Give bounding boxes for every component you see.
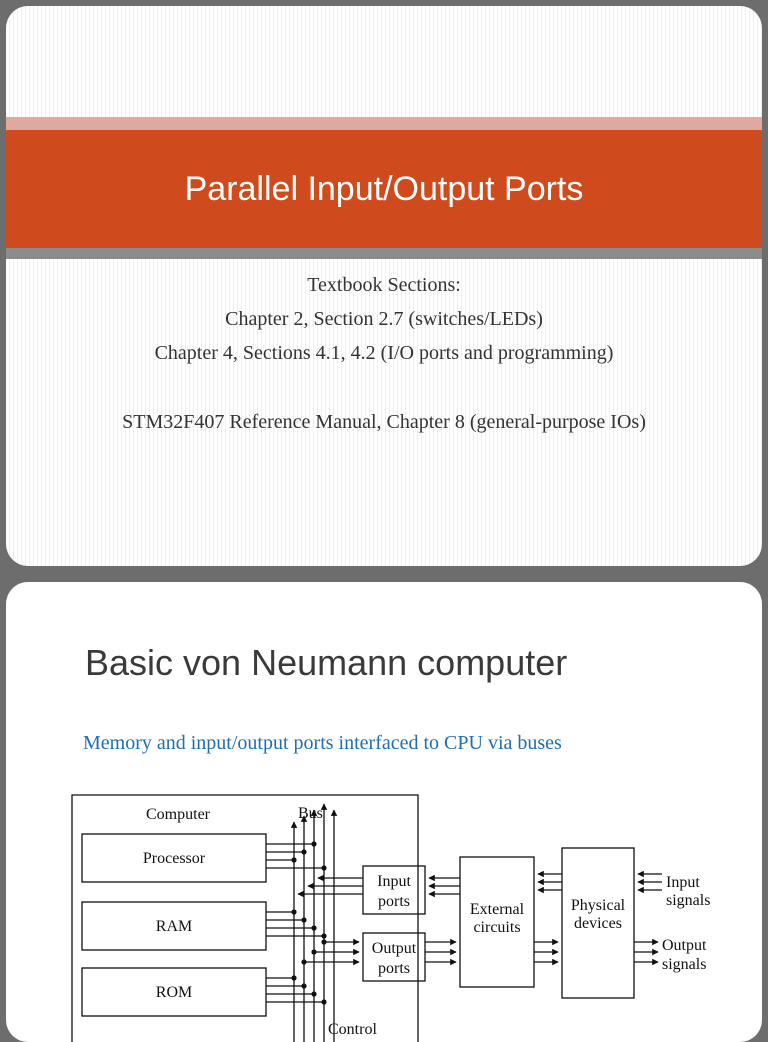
processor-box — [81, 833, 267, 883]
input-ports-label-2: ports — [378, 893, 410, 910]
output-ports-label-1: Output — [372, 940, 417, 957]
bus-label: Bus — [298, 805, 323, 822]
physical-devices-label-2: devices — [574, 915, 622, 932]
ram-label: RAM — [156, 918, 192, 935]
textbook-sections-heading: Textbook Sections: — [307, 274, 461, 296]
input-signals-label-2: signals — [666, 892, 710, 909]
output-ports-label-2: ports — [378, 960, 410, 977]
ram-box — [81, 901, 267, 951]
accent-band-top — [6, 117, 762, 130]
physical-devices-box — [561, 847, 635, 999]
external-circuits-label-2: circuits — [473, 919, 520, 936]
output-signals-label-2: signals — [662, 956, 706, 973]
processor-label: Processor — [143, 850, 206, 867]
reference-manual-line: STM32F407 Reference Manual, Chapter 8 (g… — [122, 411, 646, 433]
external-circuits-label-1: External — [470, 901, 525, 918]
output-ports-box — [362, 932, 426, 982]
computer-boundary — [71, 794, 419, 1042]
content-slide: Basic von Neumann computer Memory and in… — [6, 582, 762, 1042]
title-slide: Parallel Input/Output Ports Textbook Sec… — [6, 6, 762, 566]
slide-subtitle: Memory and input/output ports interfaced… — [83, 732, 562, 754]
physical-devices-label-1: Physical — [571, 897, 626, 914]
input-ports-label-1: Input — [377, 873, 411, 890]
input-signals-label-1: Input — [666, 874, 700, 891]
von-neumann-diagram: Computer Bus Processor RAM ROM Input por… — [71, 794, 710, 1042]
external-circuits-box — [459, 856, 535, 988]
computer-label: Computer — [146, 806, 211, 823]
accent-band-bottom — [6, 248, 762, 259]
title-band — [6, 130, 762, 248]
chapter4-line: Chapter 4, Sections 4.1, 4.2 (I/O ports … — [154, 342, 614, 364]
rom-label: ROM — [156, 984, 192, 1001]
output-signals-label-1: Output — [662, 937, 707, 954]
slide-title: Parallel Input/Output Ports — [184, 170, 584, 208]
chapter2-line: Chapter 2, Section 2.7 (switches/LEDs) — [225, 308, 543, 330]
rom-box — [81, 967, 267, 1017]
input-ports-box — [362, 865, 426, 915]
slide-title: Basic von Neumann computer — [85, 642, 568, 683]
